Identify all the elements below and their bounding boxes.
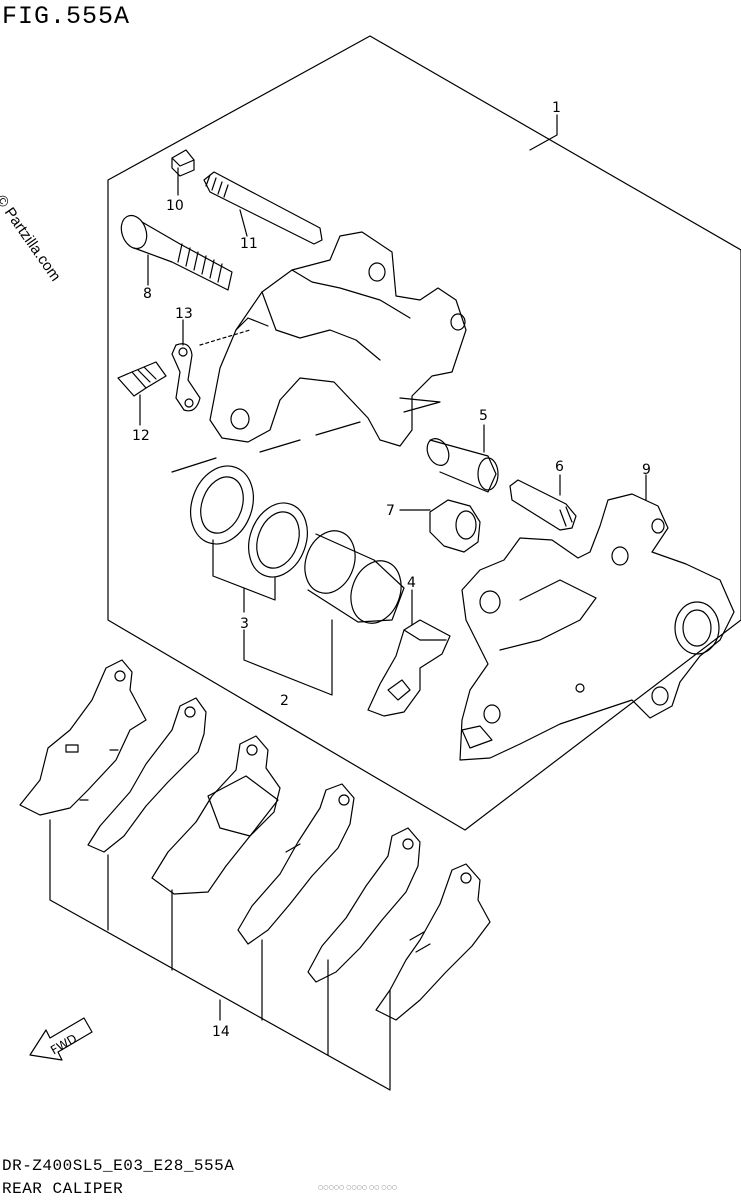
part-7-boot (429, 499, 481, 553)
part-2-piston (304, 530, 405, 624)
callout-3: 3 (240, 616, 249, 632)
fine-print: ○○○○○ ○○○○ ○○ ○○○ (318, 1184, 398, 1191)
part-6-pin (509, 479, 577, 531)
callout-1: 1 (552, 100, 561, 116)
pad-6 (375, 863, 491, 1021)
callout-13: 13 (175, 306, 193, 322)
callout-4: 4 (407, 575, 416, 591)
part-8-bolt (120, 214, 233, 291)
callout-labels: 1 2 3 4 5 6 7 8 9 10 11 12 13 14 FWD (48, 100, 651, 1058)
part-3-seals (190, 465, 308, 578)
figure-title: FIG.555A (2, 2, 131, 31)
callout-6: 6 (555, 459, 564, 475)
part-11-pin (203, 171, 323, 245)
leader-11 (239, 209, 248, 237)
pad-2 (87, 697, 207, 853)
caliper-dash-line (199, 329, 251, 346)
pad-5 (307, 827, 421, 983)
part-5-sleeve (426, 438, 499, 493)
callout-5: 5 (479, 408, 488, 424)
callout-9: 9 (642, 462, 651, 478)
part-name: REAR CALIPER (2, 1180, 124, 1198)
part-10-cap (171, 149, 195, 177)
pad-3 (151, 735, 281, 895)
callout-7: 7 (386, 503, 395, 519)
callout-10: 10 (166, 198, 184, 214)
leader-14 (49, 819, 391, 1091)
leader-2 (243, 619, 333, 696)
part-4-spring (367, 619, 451, 717)
part-14-pads (19, 659, 491, 1021)
part-12-bleeder (117, 361, 167, 397)
callout-8: 8 (143, 286, 152, 302)
fwd-arrow (29, 1017, 93, 1061)
leader-3 (212, 539, 276, 613)
model-code: DR-Z400SL5_E03_E28_555A (2, 1157, 235, 1175)
pad-4 (237, 783, 355, 945)
callout-11: 11 (240, 236, 258, 252)
caliper-diagonal (171, 421, 361, 473)
assembly-box (107, 35, 741, 831)
leader-1 (529, 114, 558, 151)
callout-12: 12 (132, 428, 150, 444)
part-13-bracket (171, 343, 201, 412)
caliper-body (209, 231, 467, 447)
callout-14: 14 (212, 1024, 230, 1040)
pad-1 (19, 659, 147, 816)
fwd-label: FWD (48, 1031, 79, 1057)
part-9-bracket (459, 493, 735, 761)
callout-2: 2 (280, 693, 289, 709)
